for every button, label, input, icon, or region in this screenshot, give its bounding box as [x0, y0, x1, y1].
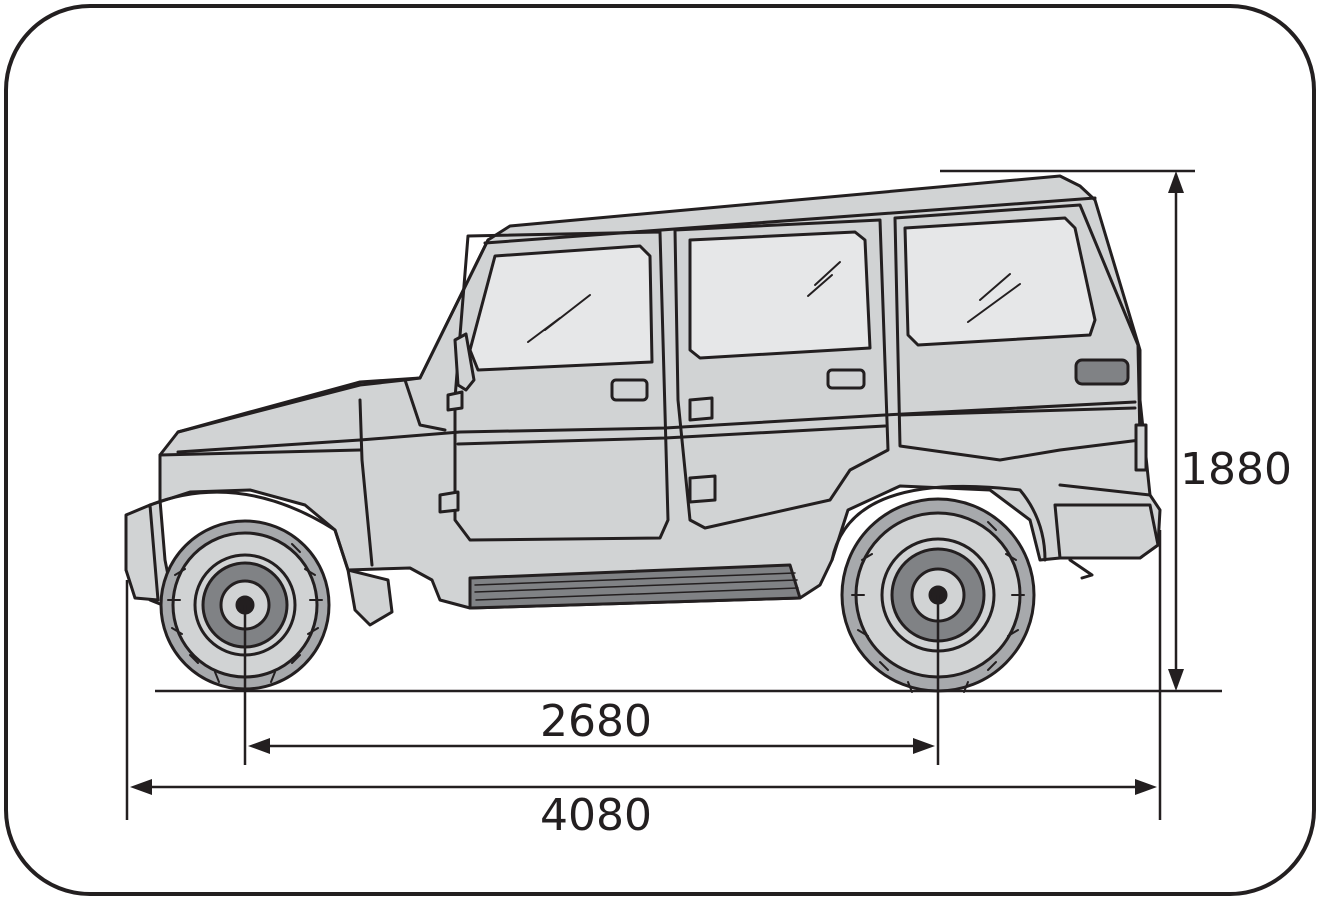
rear-vent [1074, 358, 1130, 386]
wheelbase-label: 2680 [540, 696, 652, 747]
hood-front-edge [158, 448, 362, 457]
rear-quarter-outline [893, 203, 1142, 462]
lower-trim [898, 406, 1152, 497]
front-wheel-arch [148, 490, 350, 572]
side-mirror [453, 332, 476, 392]
tail-light [1134, 423, 1148, 472]
dimension-lines [125, 169, 1222, 820]
overall-length-label: 4080 [540, 790, 652, 841]
tow-hook [1068, 558, 1094, 580]
rear-door-window [688, 230, 872, 360]
rear-door-handle [826, 368, 866, 390]
length-arrow-left [130, 779, 152, 795]
glare-3 [967, 273, 1021, 323]
hinges [438, 390, 717, 514]
wheelbase-arrow-right [913, 738, 935, 754]
roof-rail [483, 196, 1097, 245]
height-arrow-top [1168, 171, 1184, 193]
rear-wheel-arch [830, 484, 1047, 562]
running-board-lines [474, 572, 799, 601]
glare-2 [807, 261, 841, 297]
hood [176, 376, 422, 434]
front-bumper [124, 503, 160, 602]
a-pillar [418, 238, 490, 380]
front-fender [358, 398, 374, 567]
front-door-window [468, 244, 654, 372]
wheelbase-arrow-left [248, 738, 270, 754]
glare-1 [527, 294, 591, 343]
height-arrow-bottom [1168, 669, 1184, 691]
front-door-handle [610, 378, 649, 402]
rear-door-outline [673, 218, 890, 530]
front-mudflap [346, 568, 394, 627]
front-door-outline [453, 230, 670, 542]
length-arrow-right [1135, 779, 1157, 795]
rear-bumper [1053, 503, 1160, 560]
belt-line-2 [456, 424, 887, 446]
cowl [403, 378, 447, 432]
height-label: 1880 [1180, 444, 1292, 495]
